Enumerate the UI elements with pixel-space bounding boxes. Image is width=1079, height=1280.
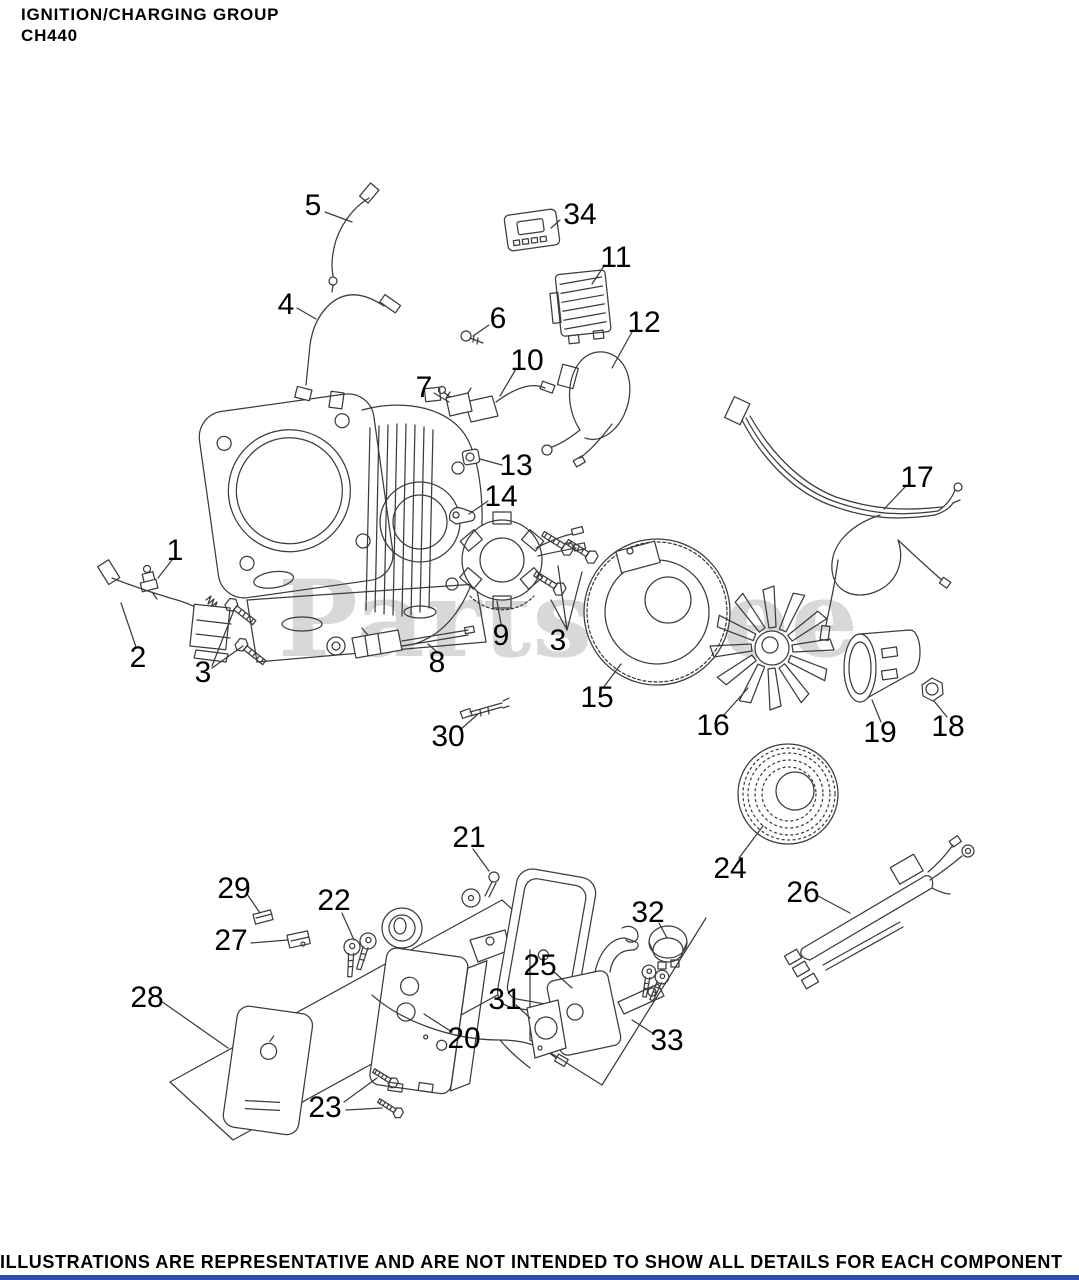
key-switch-32	[634, 926, 687, 1003]
part-callout-33: 33	[650, 1024, 684, 1057]
part-callout-30: 30	[431, 720, 465, 753]
engine-block	[196, 387, 486, 662]
cover-28	[222, 1005, 314, 1136]
part-callout-28: 28	[130, 981, 164, 1014]
part-callout-2: 2	[129, 641, 147, 674]
part-callout-18: 18	[931, 710, 965, 743]
harness-17	[725, 397, 962, 641]
switch-7	[446, 388, 472, 416]
clip-27	[287, 931, 310, 948]
footer-bar	[0, 1275, 1079, 1280]
leader-lines	[121, 212, 947, 1110]
part-callout-32: 32	[631, 896, 665, 929]
part-callout-7: 7	[415, 371, 433, 404]
part-callout-8: 8	[428, 646, 446, 679]
screw-21	[462, 872, 499, 907]
part-callout-25: 25	[523, 949, 557, 982]
nut-18	[922, 678, 943, 701]
part-callout-20: 20	[447, 1022, 481, 1055]
gasket-31	[527, 1000, 566, 1058]
part-callout-23: 23	[308, 1091, 342, 1124]
connector-13	[462, 449, 480, 466]
footer-disclaimer: ILLUSTRATIONS ARE REPRESENTATIVE AND ARE…	[0, 1252, 1063, 1272]
part-callout-17: 17	[900, 461, 934, 494]
part-callout-4: 4	[277, 288, 295, 321]
part-callout-19: 19	[863, 716, 897, 749]
harness-12	[542, 352, 630, 467]
control-panel-20	[170, 866, 598, 1140]
starter-cup-19	[844, 630, 920, 702]
hour-meter-34	[504, 209, 561, 252]
part-callout-29: 29	[217, 872, 251, 905]
screw-6	[461, 331, 483, 344]
page-subtitle: CH440	[21, 26, 78, 45]
part-callout-1: 1	[166, 534, 184, 567]
part-callout-3: 3	[194, 656, 212, 689]
page-header: IGNITION/CHARGING GROUP CH440	[21, 4, 279, 46]
panel-33	[527, 918, 706, 1085]
harness-26	[784, 836, 974, 989]
part-callout-34: 34	[563, 198, 597, 231]
part-callout-10: 10	[510, 344, 544, 377]
fan-16	[709, 585, 835, 711]
screen-24	[738, 744, 838, 844]
part-callout-13: 13	[499, 449, 533, 482]
lead-wire-4	[295, 295, 401, 401]
part-callout-6: 6	[489, 302, 507, 335]
part-callout-12: 12	[627, 306, 661, 339]
part-callout-21: 21	[452, 821, 486, 854]
part-callout-22: 22	[317, 884, 351, 917]
flywheel-ring-15	[584, 539, 730, 685]
part-callout-9: 9	[492, 619, 510, 652]
part-callout-26: 26	[786, 876, 820, 909]
stator-9	[460, 512, 586, 610]
part-callout-3: 3	[549, 624, 567, 657]
part-callout-15: 15	[580, 681, 614, 714]
spark-plug-lead-5	[329, 183, 379, 292]
part-callout-11: 11	[600, 241, 632, 274]
part-callout-14: 14	[484, 480, 518, 513]
part-callout-27: 27	[214, 924, 248, 957]
oil-sensor-8	[352, 626, 474, 658]
rectifier-11	[548, 270, 612, 346]
ignition-coil-2	[98, 560, 231, 662]
clip-29	[253, 910, 273, 924]
part-callout-24: 24	[713, 852, 747, 885]
part-callout-5: 5	[304, 189, 322, 222]
part-callout-16: 16	[696, 709, 730, 742]
page-title: IGNITION/CHARGING GROUP	[21, 5, 280, 24]
screw-30	[460, 698, 509, 718]
part-callout-31: 31	[488, 983, 522, 1016]
